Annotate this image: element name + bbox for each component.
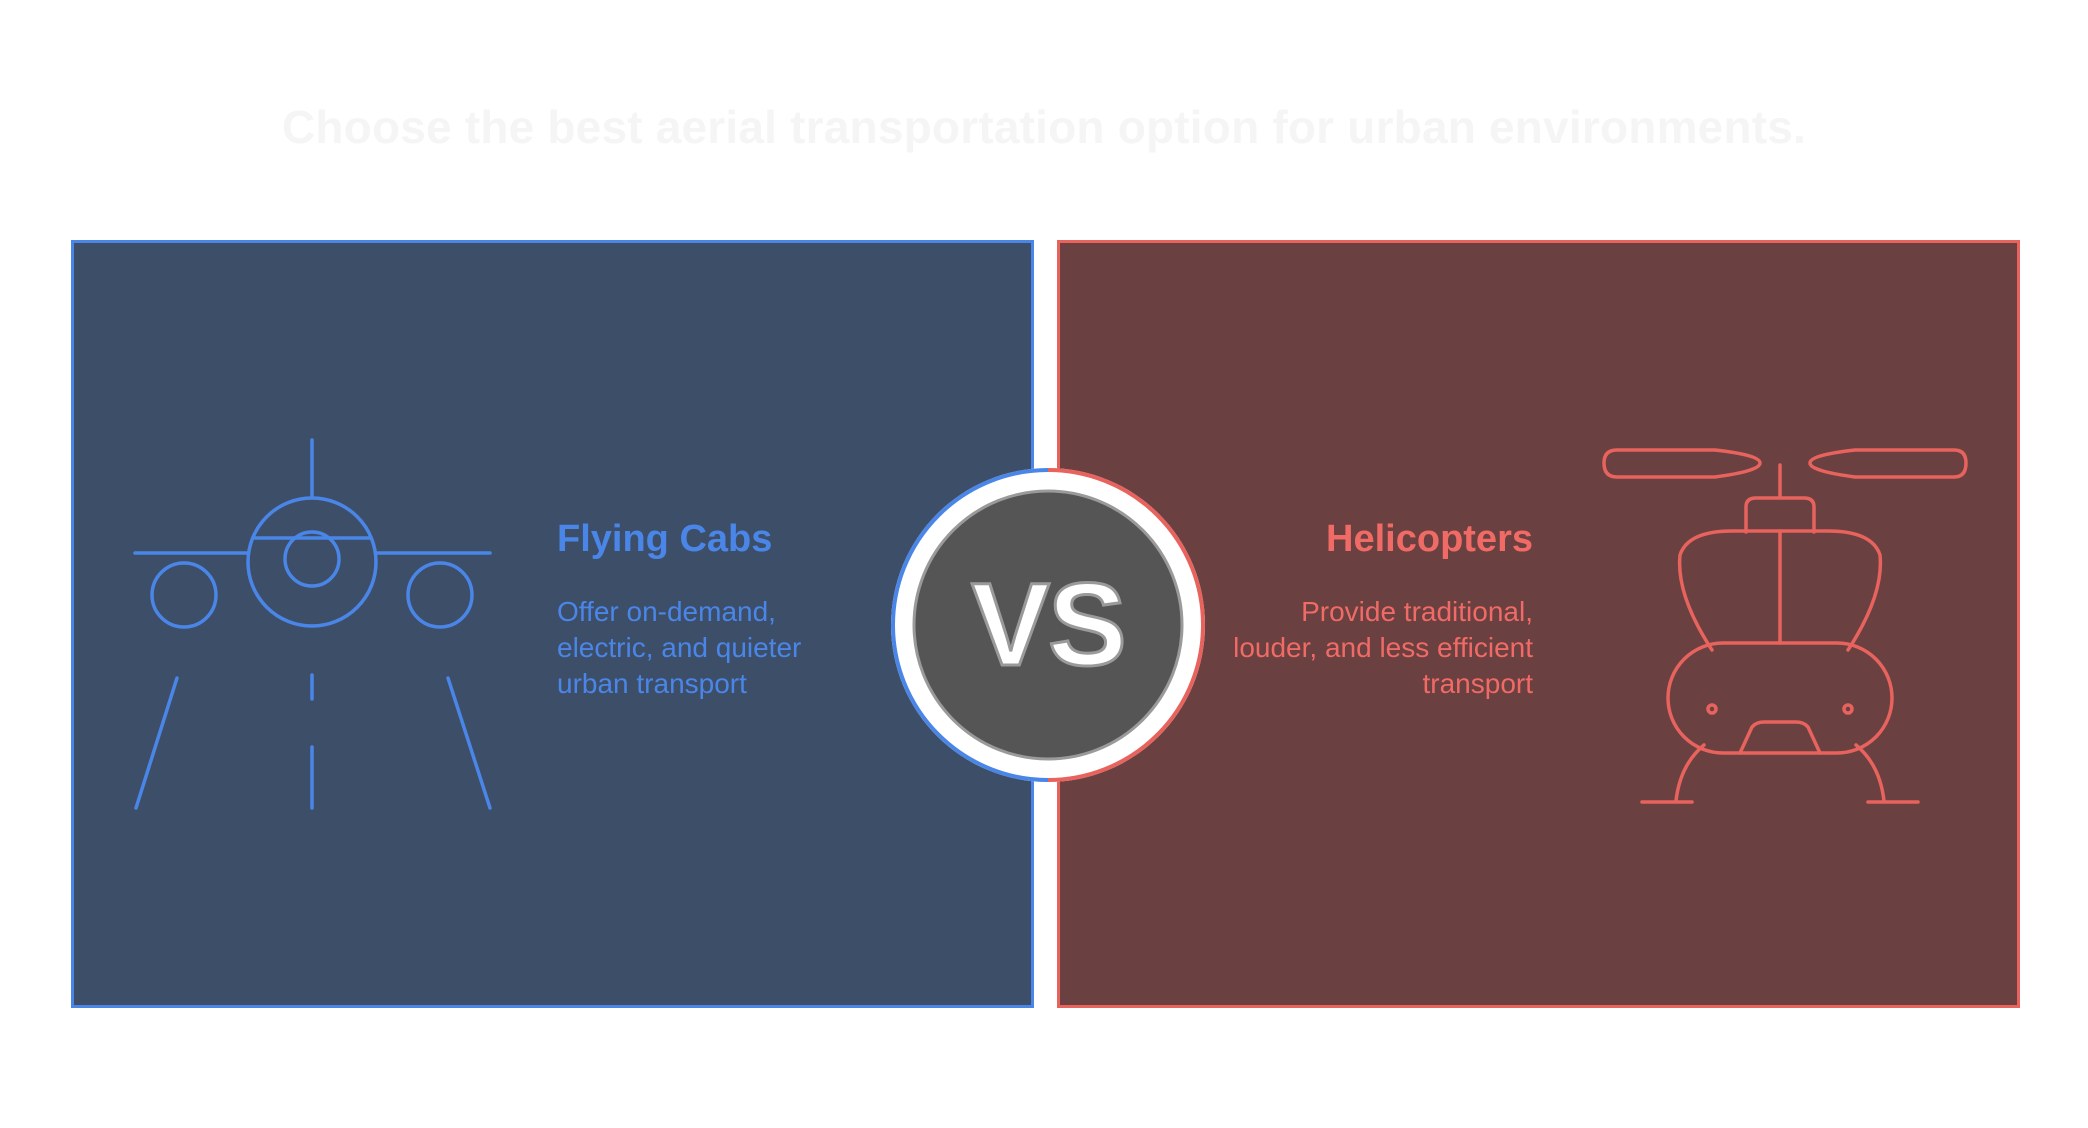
airplane-front-icon (133, 438, 492, 810)
helicopter-front-icon (1602, 448, 1968, 804)
flying-cabs-description: Offer on-demand, electric, and quieter u… (557, 596, 802, 699)
vs-badge: VS (890, 467, 1206, 783)
vs-ring (891, 468, 1205, 782)
helicopters-description: Provide traditional, louder, and less ef… (1233, 596, 1533, 699)
helicopters-heading: Helicopters (1326, 518, 1533, 560)
vs-label: VS (970, 558, 1128, 693)
helicopters-panel (1057, 240, 2020, 1008)
flying-cabs-panel (71, 240, 1034, 1008)
flying-cabs-heading: Flying Cabs (557, 518, 773, 560)
page-title: Choose the best aerial transportation op… (281, 101, 1807, 153)
